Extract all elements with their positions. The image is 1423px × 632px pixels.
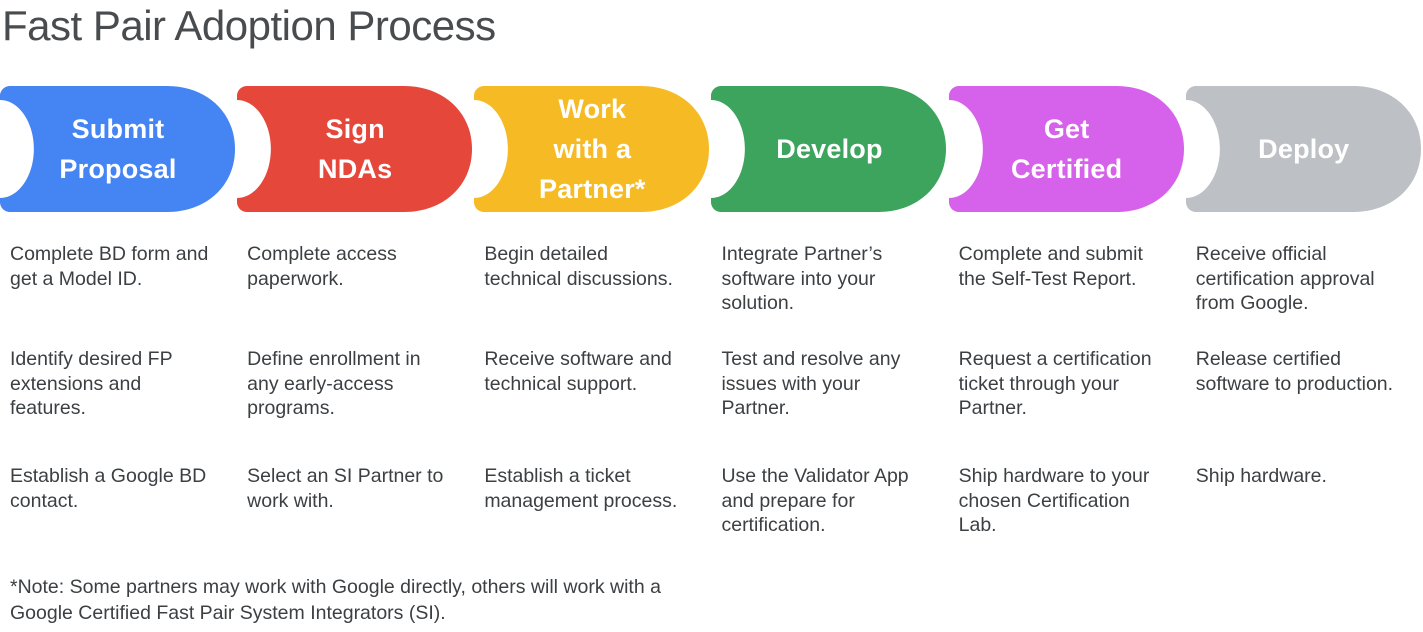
stage-label: Develop — [776, 134, 883, 164]
stage-column-sign-ndas: Sign NDAs Complete access paperwork. Def… — [237, 86, 474, 538]
stage-label: Work with a Partner* — [538, 94, 646, 204]
step-text: Complete access paperwork. — [247, 243, 397, 290]
stage-column-work-with-partner: Work with a Partner* Begin detailed tech… — [474, 86, 711, 538]
step-text: Establish a ticket management process. — [484, 465, 678, 512]
stage-shape-icon — [948, 86, 1184, 212]
stage-label: Get Certified — [1010, 114, 1123, 184]
stage-column-develop: Develop Integrate Partner’s software int… — [711, 86, 948, 538]
page-title: Fast Pair Adoption Process — [2, 2, 496, 49]
stage-label: Submit Proposal — [59, 114, 177, 184]
step-text: Test and resolve any issues with your Pa… — [721, 348, 901, 419]
stage-column-submit-proposal: Submit Proposal Complete BD form and get… — [0, 86, 237, 538]
stage-shape-icon — [237, 86, 473, 212]
step-text: Define enrollment in any early-access pr… — [247, 348, 421, 419]
step-text: Receive official certification approval … — [1195, 243, 1375, 314]
stage-label: Sign NDAs — [318, 114, 393, 184]
step-text: Begin detailed technical discussions. — [484, 243, 673, 290]
step-text: Integrate Partner’s software into your s… — [721, 243, 883, 314]
stage-chevron-submit-proposal: Submit Proposal — [0, 86, 235, 212]
step-text: Ship hardware. — [1195, 465, 1327, 487]
stage-chevron-work-with-partner: Work with a Partner* — [474, 86, 710, 212]
stage-shape-icon — [1185, 86, 1421, 212]
step-text: Select an SI Partner to work with. — [247, 465, 444, 512]
stage-shape-icon — [711, 86, 947, 212]
stage-chevron-sign-ndas: Sign NDAs — [237, 86, 473, 212]
stage-chevron-get-certified: Get Certified — [948, 86, 1184, 212]
process-flow: Submit Proposal Complete BD form and get… — [0, 86, 1423, 538]
step-text: Use the Validator App and prepare for ce… — [721, 465, 909, 536]
step-text: Complete and submit the Self-Test Report… — [958, 243, 1143, 290]
step-text: Complete BD form and get a Model ID. — [10, 243, 209, 290]
step-text: Release certified software to production… — [1195, 348, 1394, 395]
stage-chevron-develop: Develop — [711, 86, 947, 212]
stage-shape-icon — [0, 86, 235, 212]
stage-label: Deploy — [1258, 134, 1350, 164]
step-text: Receive software and technical support. — [484, 348, 672, 395]
stage-shape-icon — [474, 86, 710, 212]
step-text: Identify desired FP extensions and featu… — [10, 348, 173, 419]
step-text: Establish a Google BD contact. — [10, 465, 207, 512]
step-text: Request a certification ticket through y… — [958, 348, 1152, 419]
stage-column-deploy: Deploy Receive official certification ap… — [1185, 86, 1423, 538]
stage-chevron-deploy: Deploy — [1185, 86, 1421, 212]
footnote: *Note: Some partners may work with Googl… — [10, 576, 661, 624]
step-text: Ship hardware to your chosen Certificati… — [958, 465, 1150, 536]
stage-column-get-certified: Get Certified Complete and submit the Se… — [948, 86, 1186, 538]
